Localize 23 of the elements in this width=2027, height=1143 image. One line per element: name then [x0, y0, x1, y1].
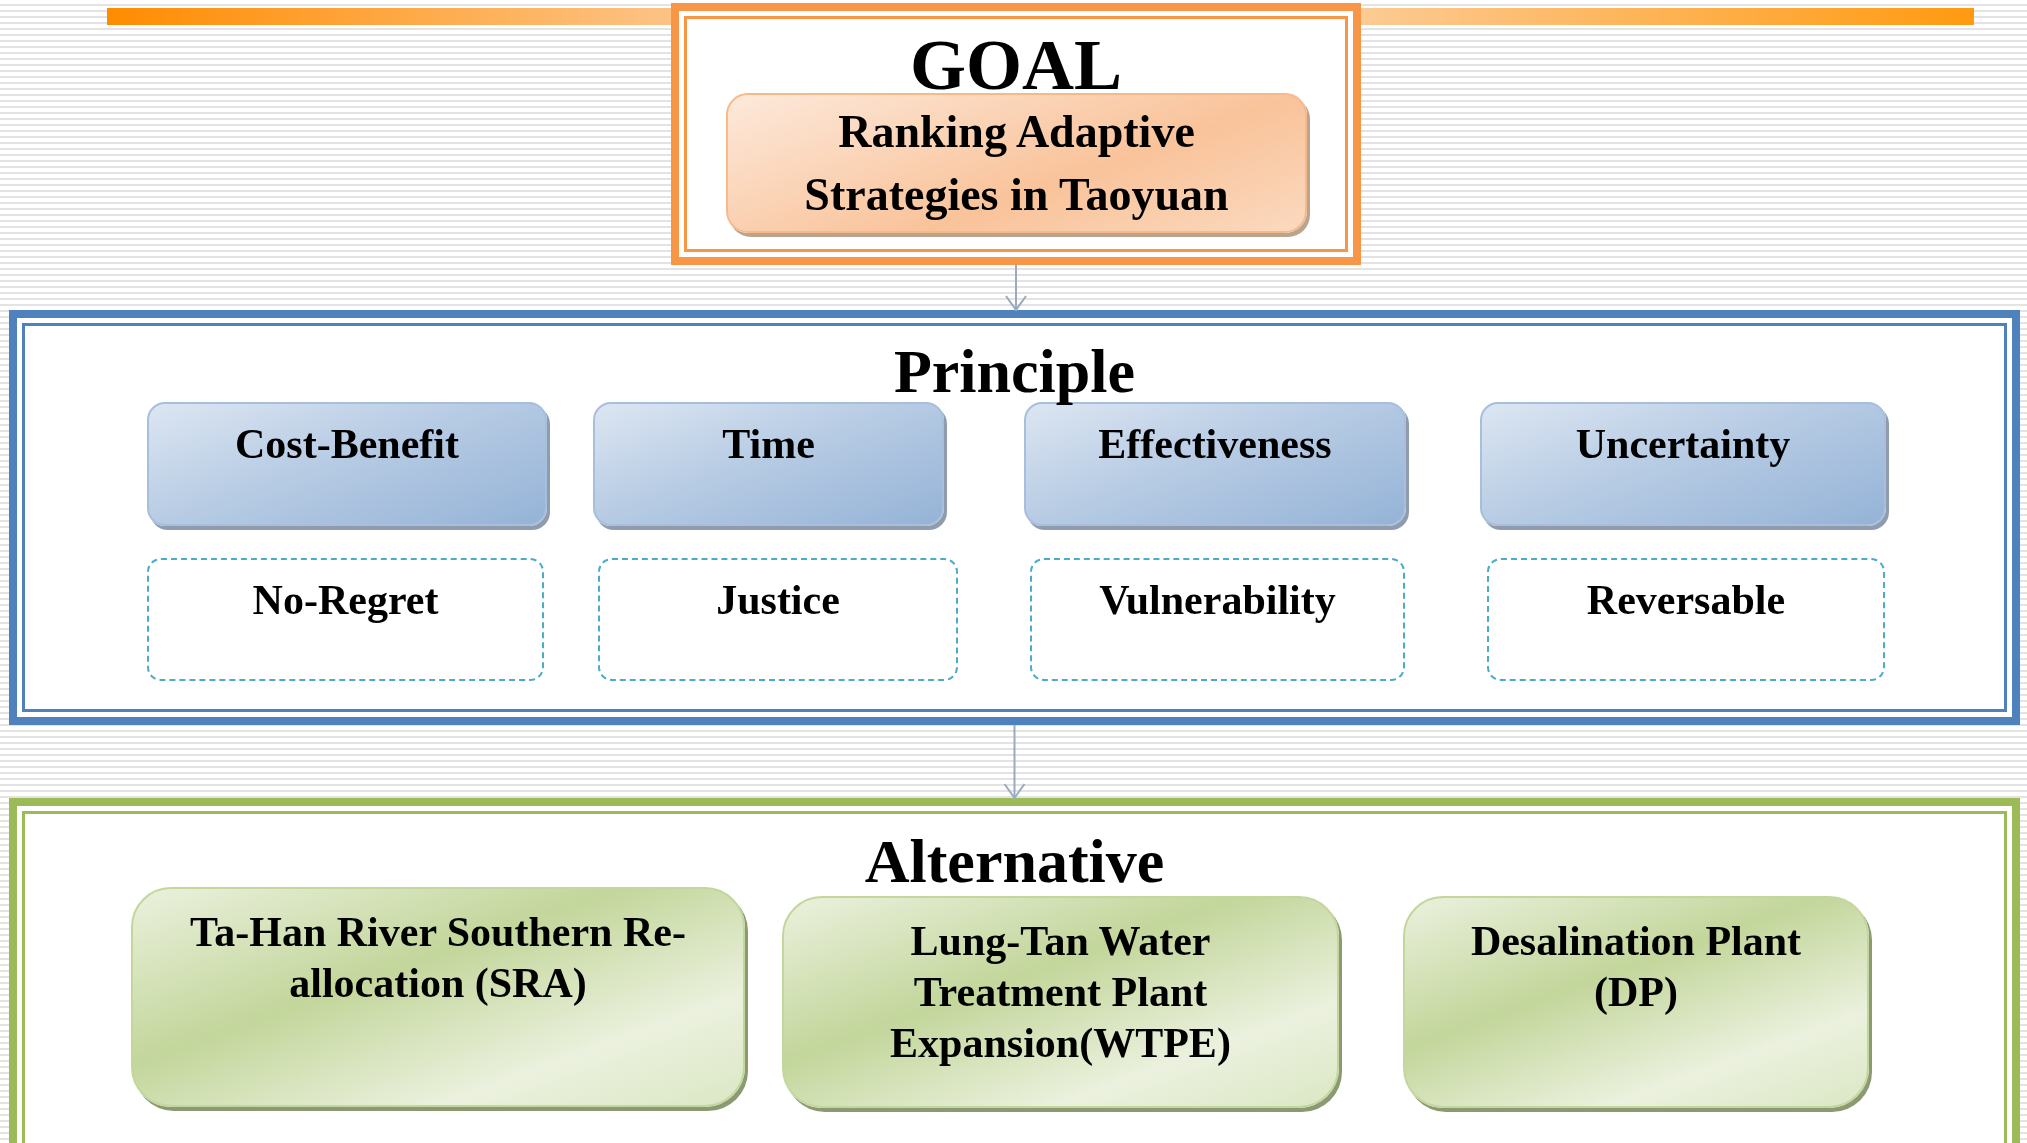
sub-principle-box: [147, 558, 544, 681]
frame-title: Alternative: [864, 830, 1165, 892]
card-label: Effectiveness: [1098, 420, 1332, 469]
sub-principle-box: [598, 558, 958, 681]
box-label: Ranking Adaptive Strategies in Taoyuan: [803, 104, 1230, 222]
box-label: Vulnerability: [1099, 576, 1336, 625]
arrow: [1003, 724, 1026, 799]
sub-principle-box: [1030, 558, 1405, 681]
box-label: Ta-Han River Southern Re-allocation (SRA): [189, 908, 687, 1009]
card-label: Cost-Benefit: [235, 420, 459, 469]
goal-frame: [671, 3, 1361, 265]
alternative-frame: [9, 798, 2020, 1143]
principle-frame: [9, 310, 2020, 725]
box-label: Justice: [716, 576, 840, 625]
sub-principle-box: [1487, 558, 1885, 681]
box-label: Desalination Plant (DP): [1469, 917, 1803, 1018]
card-label: Time: [722, 420, 815, 469]
box-label: No-Regret: [252, 576, 439, 625]
box-label: Reversable: [1586, 576, 1786, 625]
card-label: Uncertainty: [1575, 420, 1791, 469]
frame-title: GOAL: [910, 29, 1122, 101]
box-label: Lung-Tan Water Treatment Plant Expansion(WTPE): [889, 917, 1232, 1069]
arrow: [1005, 264, 1027, 311]
